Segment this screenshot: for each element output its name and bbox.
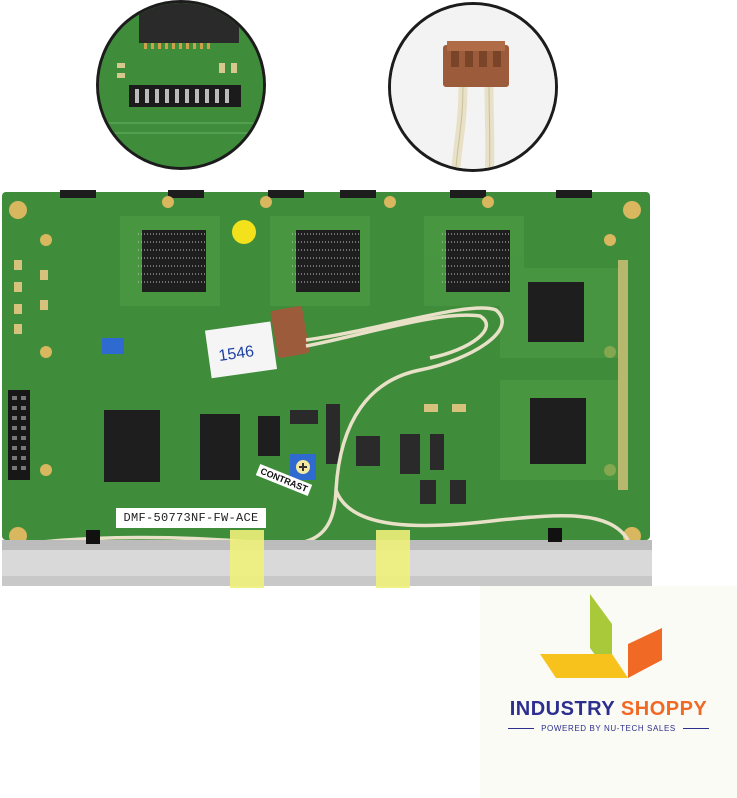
- header-pins-zoom: [96, 0, 266, 170]
- tagline-divider-left: [508, 728, 535, 730]
- tagline-divider-right: [682, 728, 709, 730]
- brand-logo-mark-icon: [540, 594, 662, 678]
- svg-text:1546: 1546: [218, 343, 256, 365]
- brand-name-part2: SHOPPY: [620, 698, 708, 720]
- pcb-image: 1546: [2, 190, 652, 588]
- brand-tagline-row: POWERED BY NU-TECH SALES: [480, 724, 737, 733]
- model-number-label: DMF-50773NF-FW-ACE: [116, 508, 266, 528]
- header-pins-zoom-image: [99, 3, 263, 167]
- brand-name-part1: INDUSTRY: [509, 698, 615, 720]
- brand-logo-panel: INDUSTRY SHOPPY POWERED BY NU-TECH SALES: [480, 586, 737, 798]
- lcd-pcb-board: 1546: [0, 190, 652, 590]
- brand-name: INDUSTRY SHOPPY: [480, 698, 737, 721]
- connector-zoom: [388, 2, 558, 172]
- brand-tagline: POWERED BY NU-TECH SALES: [541, 724, 676, 733]
- connector-zoom-image: [391, 5, 555, 169]
